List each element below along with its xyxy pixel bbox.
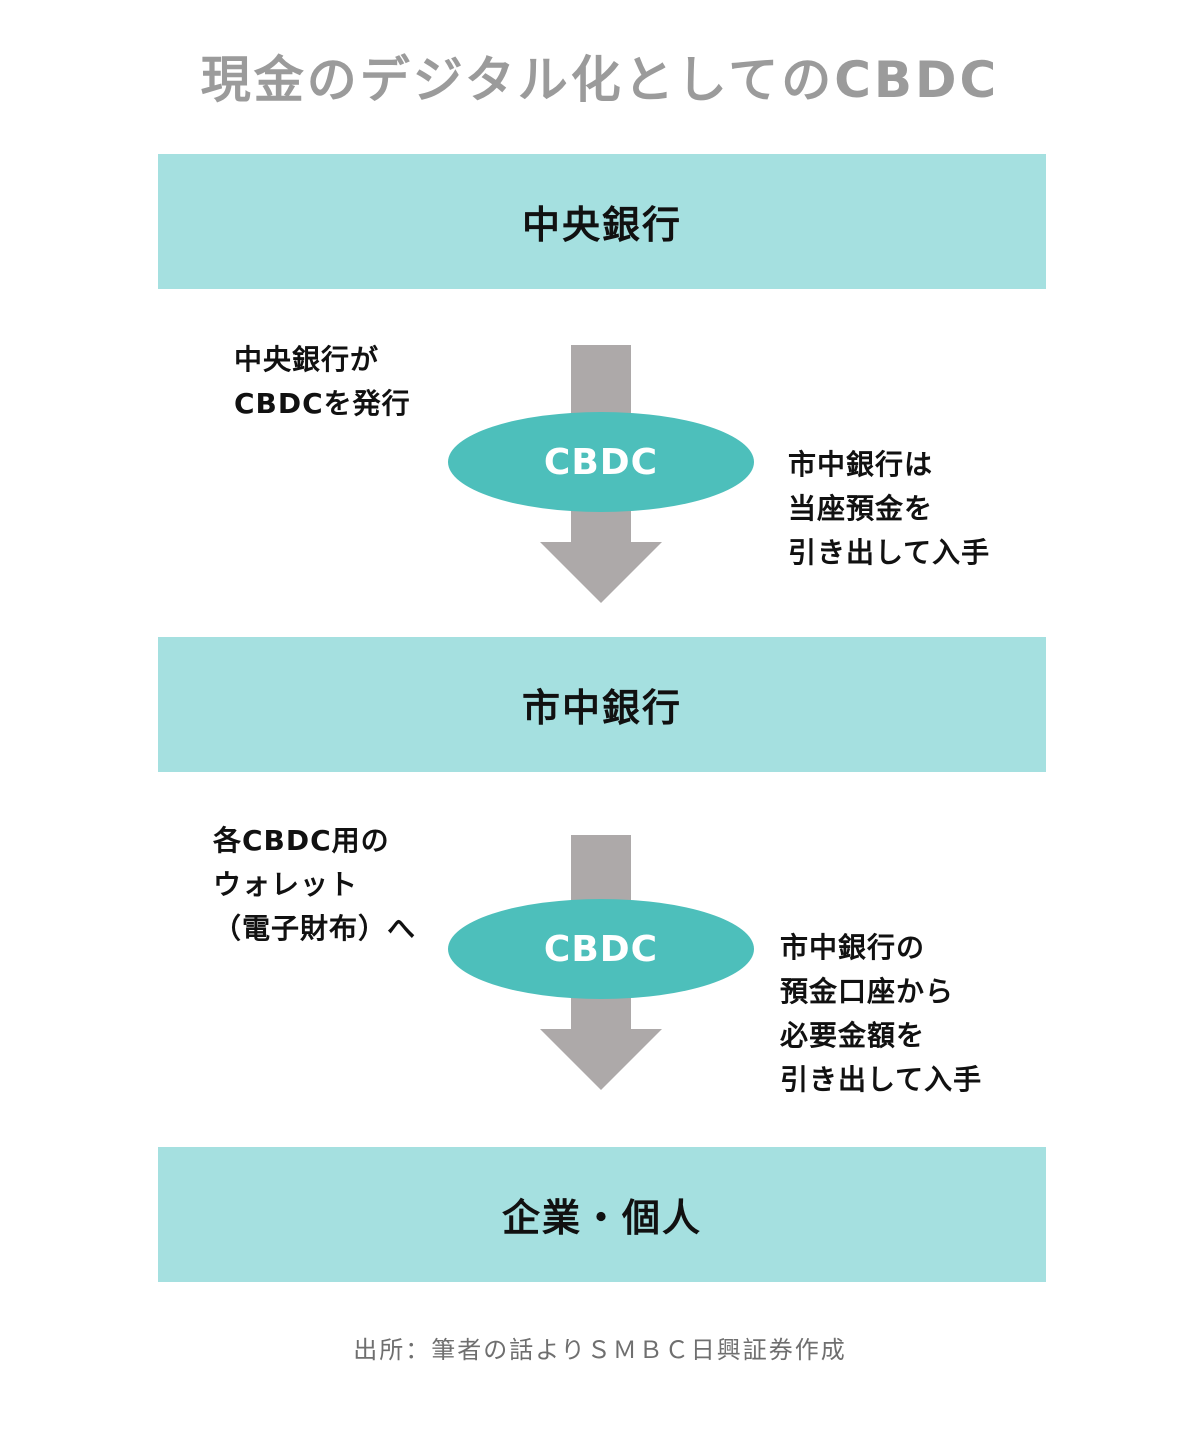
wallet-note-line-1: 各CBDC用の — [213, 824, 390, 857]
withdraw-deposit-line-2: 預金口座から — [780, 975, 955, 1008]
companies-individuals-label: 企業・個人 — [501, 1196, 702, 1240]
cbdc-ellipse-1: CBDC — [448, 412, 754, 512]
wallet-note: 各CBDC用の ウォレット （電子財布）へ — [213, 819, 416, 951]
cbdc-label-1: CBDC — [543, 441, 659, 483]
wallet-note-line-3: （電子財布）へ — [213, 912, 417, 945]
source-note: 出所：筆者の話よりＳＭＢＣ日興証券作成 — [353, 1336, 847, 1364]
withdraw-reserve-note: 市中銀行は 当座預金を 引き出して入手 — [788, 443, 990, 575]
central-bank-box: 中央銀行 — [158, 154, 1046, 289]
commercial-bank-box: 市中銀行 — [158, 637, 1046, 772]
withdraw-deposit-line-1: 市中銀行の — [780, 931, 926, 964]
diagram-title: 現金のデジタル化としてのCBDC — [200, 51, 1000, 109]
wallet-note-line-2: ウォレット — [213, 868, 359, 901]
central-bank-label: 中央銀行 — [521, 203, 682, 247]
withdraw-reserve-line-3: 引き出して入手 — [788, 536, 991, 569]
withdraw-reserve-line-2: 当座預金を — [788, 492, 934, 525]
withdraw-reserve-line-1: 市中銀行は — [788, 448, 934, 481]
issue-note-line-1: 中央銀行が — [234, 343, 380, 376]
issue-note: 中央銀行が CBDCを発行 — [234, 338, 411, 426]
cbdc-label-2: CBDC — [543, 928, 659, 970]
companies-individuals-box: 企業・個人 — [158, 1147, 1046, 1282]
issue-note-line-2: CBDCを発行 — [234, 387, 411, 420]
commercial-bank-label: 市中銀行 — [521, 686, 682, 730]
withdraw-deposit-line-4: 引き出して入手 — [780, 1063, 983, 1096]
withdraw-deposit-note: 市中銀行の 預金口座から 必要金額を 引き出して入手 — [780, 926, 982, 1102]
cbdc-ellipse-2: CBDC — [448, 899, 754, 999]
withdraw-deposit-line-3: 必要金額を — [780, 1019, 926, 1052]
